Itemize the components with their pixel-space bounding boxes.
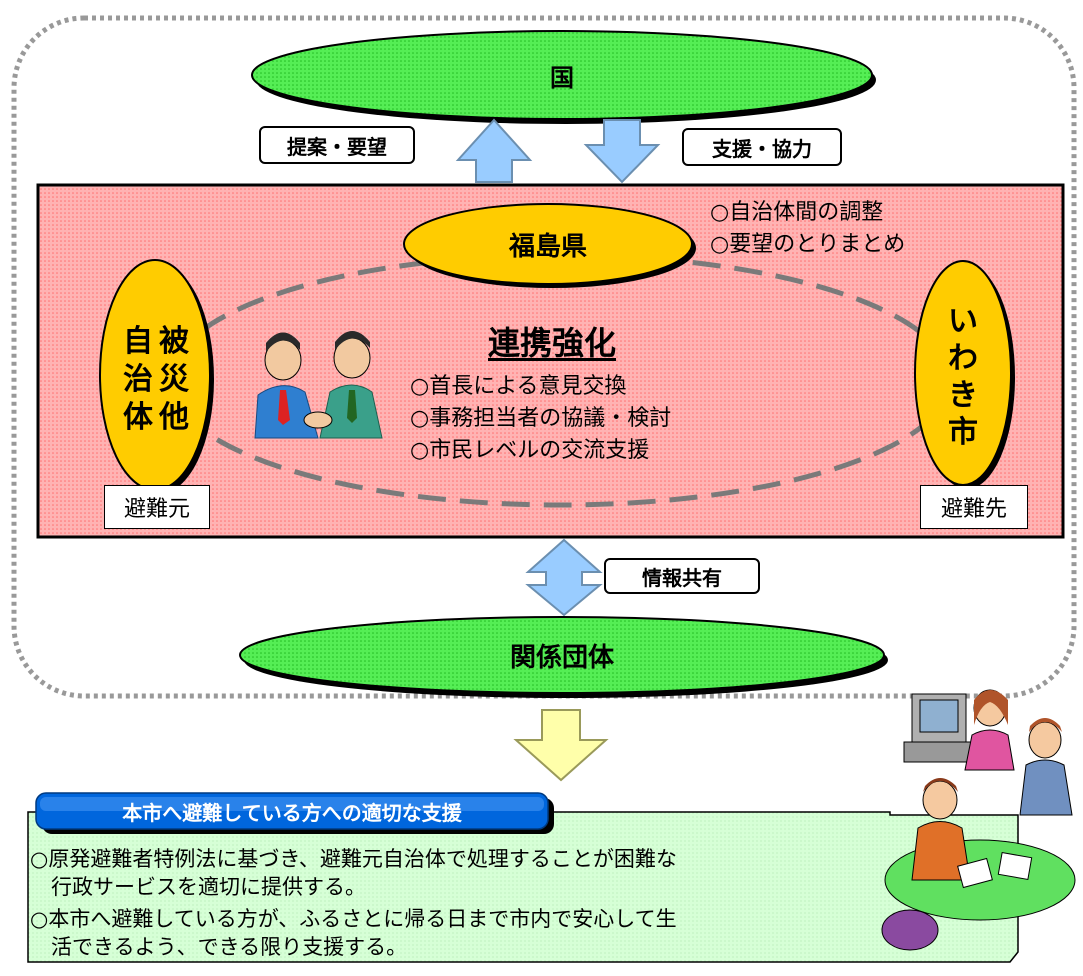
hisai-char: 体 <box>123 400 153 435</box>
kuni-oval <box>251 30 873 120</box>
result-arrow <box>513 709 609 782</box>
prefecture-role-2: ○要望のとりまとめ <box>710 232 906 257</box>
support-line-1: ○原発避難者特例法に基づき、避難元自治体で処理することが困難な <box>30 847 677 871</box>
info-share-label: 情報共有 <box>604 558 760 594</box>
kuni-label: 国 <box>550 63 574 92</box>
kankei-oval <box>239 616 885 694</box>
support-title: 本市へ避難している方への適切な支援 <box>122 800 462 825</box>
info-share-arrow <box>525 538 603 617</box>
evacuation-destination-label: 避難先 <box>920 485 1028 529</box>
prefecture-role-1: ○自治体間の調整 <box>710 200 884 225</box>
iwaki-char: わ <box>948 341 978 376</box>
cooperation-title: 連携強化 <box>488 324 617 362</box>
cooperation-item-2: ○事務担当者の協議・検討 <box>410 406 672 431</box>
support-line-3: ○本市へ避難している方が、ふるさとに帰る日まで市内で安心して生 <box>30 907 677 931</box>
hisai-char: 被 <box>159 324 189 359</box>
proposal-label: 提案・要望 <box>259 126 415 164</box>
up-arrow <box>455 118 533 183</box>
hisai-char: 災 <box>159 362 189 397</box>
hisai-char: 治 <box>123 362 153 397</box>
support-cooperation-label: 支援・協力 <box>682 128 842 166</box>
fukushima-oval <box>403 203 693 285</box>
iwaki-label: い わ き 市 <box>943 303 983 451</box>
hisai-char: 他 <box>159 400 189 435</box>
kankei-label: 関係団体 <box>509 642 614 673</box>
iwaki-char: い <box>948 304 978 339</box>
iwaki-char: き <box>948 378 978 413</box>
handshake-illustration <box>254 331 383 439</box>
support-line-2: 行政サービスを適切に提供する。 <box>30 875 366 899</box>
hisai-label: 自 被 治 災 体 他 <box>120 316 192 435</box>
office-meeting-illustration <box>881 689 1076 951</box>
cooperation-item-3: ○市民レベルの交流支援 <box>410 438 650 463</box>
fukushima-label: 福島県 <box>508 231 587 262</box>
evacuation-origin-label: 避難元 <box>104 485 210 529</box>
cooperation-item-1: ○首長による意見交換 <box>410 374 627 399</box>
down-arrow <box>583 119 661 184</box>
hisai-char: 自 <box>123 324 153 359</box>
support-line-4: 活できるよう、できる限り支援する。 <box>30 935 408 959</box>
iwaki-char: 市 <box>948 415 978 450</box>
